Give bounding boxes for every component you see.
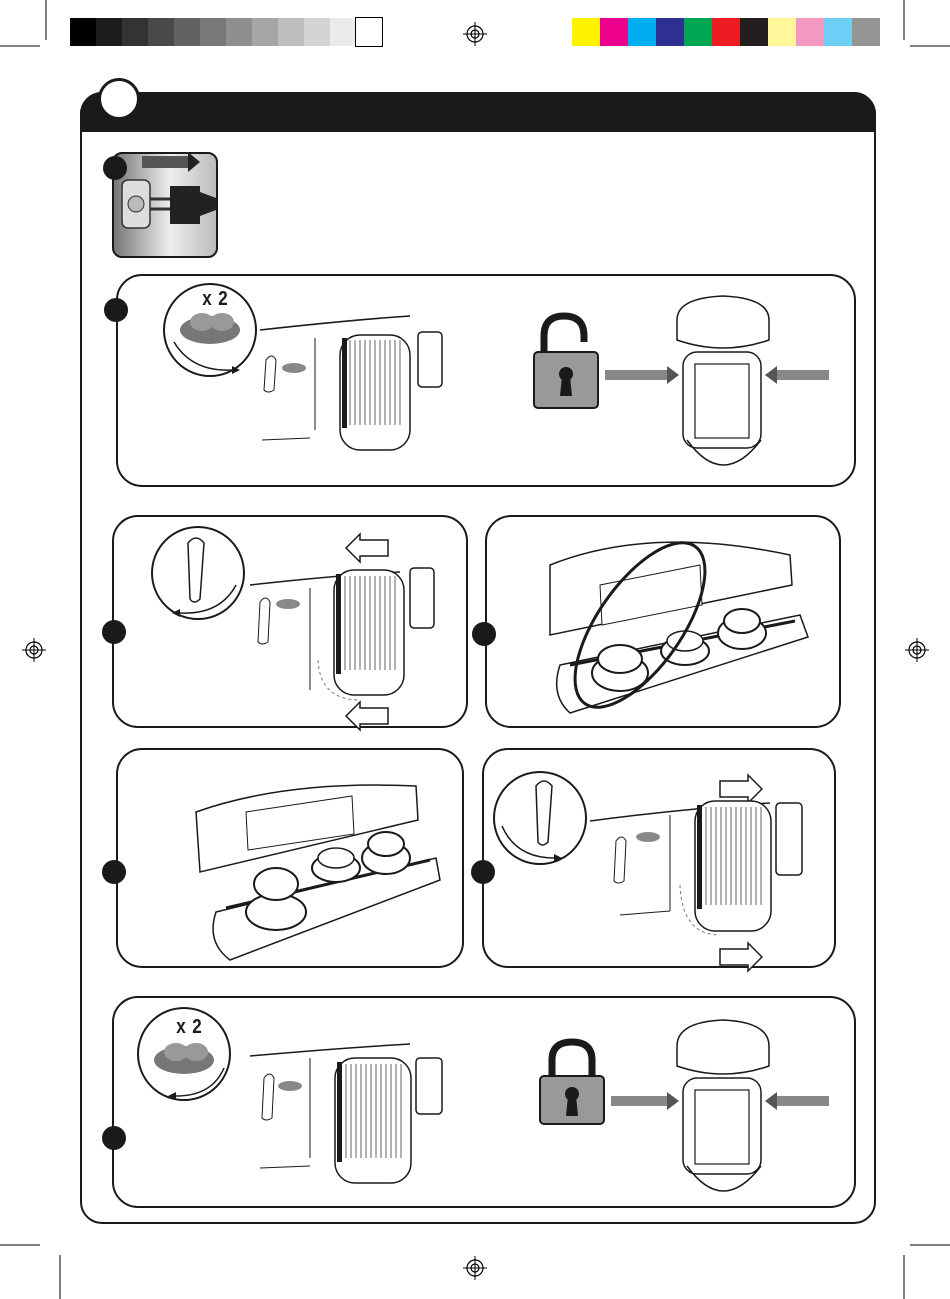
pod-tray-illustration bbox=[186, 772, 446, 962]
step-dot bbox=[104, 298, 128, 322]
header-bar bbox=[80, 92, 876, 132]
registration-mark-icon bbox=[463, 22, 487, 46]
section-badge bbox=[98, 78, 140, 120]
lid-top-view bbox=[605, 290, 805, 490]
padlock-open-icon bbox=[530, 312, 610, 412]
step-dot bbox=[102, 860, 126, 884]
machine-illustration bbox=[590, 765, 820, 965]
unplug-icon bbox=[112, 152, 222, 252]
pod-tray-illustration bbox=[530, 525, 830, 725]
step-dot bbox=[102, 620, 126, 644]
registration-mark-icon bbox=[22, 638, 46, 662]
lid-top-view bbox=[605, 1016, 835, 1216]
handle-detail-circle bbox=[150, 525, 250, 625]
multiplier-label: x 2 bbox=[176, 1016, 202, 1039]
multiplier-label: x 2 bbox=[202, 288, 228, 311]
registration-mark-icon bbox=[905, 638, 929, 662]
handle-detail-circle bbox=[492, 770, 592, 870]
machine-illustration bbox=[250, 1018, 470, 1198]
step-dot bbox=[472, 622, 496, 646]
machine-illustration bbox=[250, 530, 470, 730]
step-dot bbox=[102, 1126, 126, 1150]
machine-illustration bbox=[250, 290, 470, 470]
padlock-closed-icon bbox=[538, 1038, 608, 1128]
registration-mark-icon bbox=[463, 1256, 487, 1280]
